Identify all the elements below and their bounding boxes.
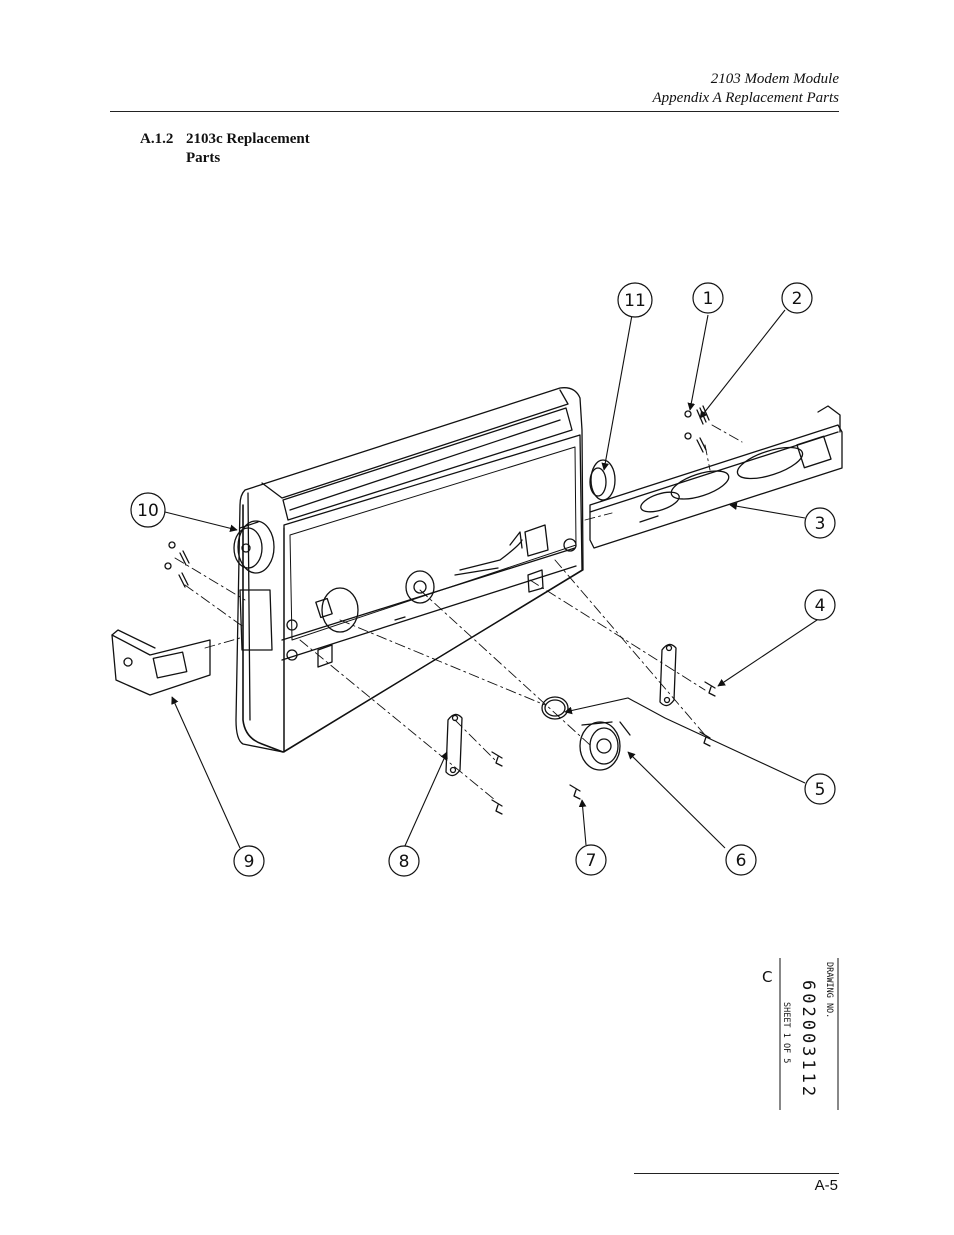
- drawing-no-label: DRAWING NO.: [824, 962, 834, 1018]
- part-11-knob: [589, 459, 616, 501]
- callout-label-10: 10: [137, 501, 159, 521]
- header-rule: [110, 111, 839, 112]
- callout-label-11: 11: [624, 291, 646, 311]
- springs: [164, 405, 710, 588]
- callout-1: [692, 282, 724, 314]
- part-9-bracket: [111, 629, 211, 696]
- callout-9: [233, 845, 265, 877]
- running-header: 2103 Modem Module Appendix A Replacement…: [653, 70, 839, 108]
- revision-letter: C: [762, 968, 772, 986]
- drawing-number: 602003112: [798, 980, 818, 1099]
- callout-3: [804, 507, 836, 539]
- sheet-number: SHEET 1 OF 5: [781, 1002, 791, 1063]
- callout-11: [617, 282, 653, 318]
- callout-label-4: 4: [815, 596, 826, 616]
- section-heading: A.1.2 2103c Replacement Parts: [140, 130, 346, 168]
- part-10-knob: [233, 520, 275, 574]
- screws: [491, 681, 716, 815]
- callout-10: [130, 492, 166, 528]
- callout-7: [575, 844, 607, 876]
- center-lines: [174, 424, 743, 801]
- callout-label-2: 2: [792, 289, 803, 309]
- callout-8: [388, 845, 420, 877]
- callout-label-6: 6: [736, 851, 747, 871]
- callout-6: [725, 844, 757, 876]
- part-5-oring: [541, 696, 569, 720]
- part-4-strip: [659, 643, 677, 707]
- callout-label-9: 9: [244, 852, 255, 872]
- callout-2: [781, 282, 813, 314]
- section-title: 2103c Replacement Parts: [186, 131, 310, 166]
- callout-labels: 1 2 3 4 5 6 7 8 9 10 11: [137, 289, 825, 872]
- callout-label-1: 1: [703, 289, 714, 309]
- header-line-1: 2103 Modem Module: [710, 71, 839, 87]
- callout-label-5: 5: [815, 780, 826, 800]
- leader-lines: [164, 309, 821, 849]
- part-3-bracket: [589, 405, 843, 549]
- page-number: A-5: [814, 1177, 838, 1194]
- part-6-connector: [579, 721, 631, 771]
- callout-label-8: 8: [399, 852, 410, 872]
- modem-housing: [235, 387, 584, 753]
- callout-5: [804, 773, 836, 805]
- part-8-strip: [445, 713, 463, 777]
- callout-label-7: 7: [586, 851, 597, 871]
- header-line-2: Appendix A Replacement Parts: [652, 90, 839, 106]
- callout-balloons: [130, 282, 836, 877]
- section-number: A.1.2: [140, 131, 174, 147]
- callout-label-3: 3: [815, 514, 826, 534]
- footer-rule: [634, 1173, 839, 1174]
- title-block: C DRAWING NO. 602003112 SHEET 1 OF 5: [762, 958, 839, 1110]
- callout-4: [804, 589, 836, 621]
